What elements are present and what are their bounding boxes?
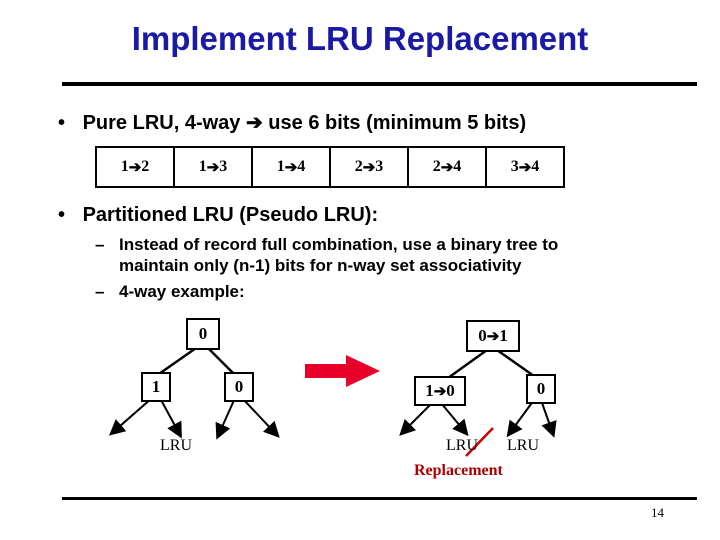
bullet-marker: • [58,204,66,226]
pair-cell: 1➔2 [97,148,175,186]
lru-label: LRU [160,437,192,454]
sub-bullet-line: maintain only (n-1) bits for n-way set a… [119,256,522,275]
sub-bullet-example: 4-way example: [119,282,245,301]
tree-edge [155,344,200,378]
sub-bullet-binary-tree: Instead of record full combination, use … [119,234,679,276]
arrow-icon: ➔ [245,112,263,134]
bullet-pure-lru: • Pure LRU, 4-way ➔ use 6 bits (minimum … [58,110,526,135]
pair-cell: 1➔4 [253,148,331,186]
bullet-text: Partitioned LRU (Pseudo LRU): [82,204,379,226]
tree-right-node: 0 [526,374,556,404]
tree-edge [159,397,182,439]
sub-bullet-line: Instead of record full combination, use … [119,235,559,254]
old-lru-label: LRU [446,437,478,454]
lru-pair-table: 1➔2 1➔3 1➔4 2➔3 2➔4 3➔4 [95,146,565,188]
arrow-icon: ➔ [518,159,532,176]
tree-edge [540,399,557,438]
page-number: 14 [651,505,664,520]
strike-mark [465,427,494,457]
tree-edge [215,397,236,440]
sub-dash: – [95,235,105,254]
tree-edge [440,402,469,437]
pair-cell: 3➔4 [510,158,540,176]
top-divider [62,82,697,86]
tree-root-node-updated: 0➔1 [466,320,520,352]
tree-edge [447,348,488,380]
tree-edge [205,345,235,375]
arrow-icon: ➔ [284,159,298,176]
bullet-text-before: Pure LRU, 4-way [82,112,241,134]
arrow-icon: ➔ [440,159,454,176]
tree-right-node: 0 [224,372,254,402]
arrow-icon: ➔ [433,383,447,400]
tree-left-node: 1 [141,372,171,402]
tree-left-node-updated: 1➔0 [414,376,466,406]
transition-arrow-shaft [305,364,349,378]
sub-dash: – [95,282,105,301]
pair-cell: 2➔3 [331,148,409,186]
tree-edge [108,397,153,436]
pair-cell: 2➔4 [409,148,487,186]
replacement-label: Replacement [414,462,503,479]
bullet-text-after: use 6 bits (minimum 5 bits) [268,112,527,134]
bullet-partitioned-lru: • Partitioned LRU (Pseudo LRU): [58,204,378,227]
arrow-icon: ➔ [206,159,220,176]
arrow-icon: ➔ [486,328,500,345]
bottom-divider [62,497,697,500]
pair-cell: 1➔3 [175,148,253,186]
slide-title: Implement LRU Replacement [131,20,589,57]
tree-edge [506,399,535,438]
transition-arrow-head [346,355,380,387]
arrow-icon: ➔ [128,159,142,176]
bullet-marker: • [58,112,66,134]
tree-root-node: 0 [186,318,220,350]
tree-edge [241,397,280,438]
tree-edge [496,348,535,378]
new-lru-label: LRU [507,437,539,454]
tree-edge [399,402,433,436]
arrow-icon: ➔ [362,159,376,176]
